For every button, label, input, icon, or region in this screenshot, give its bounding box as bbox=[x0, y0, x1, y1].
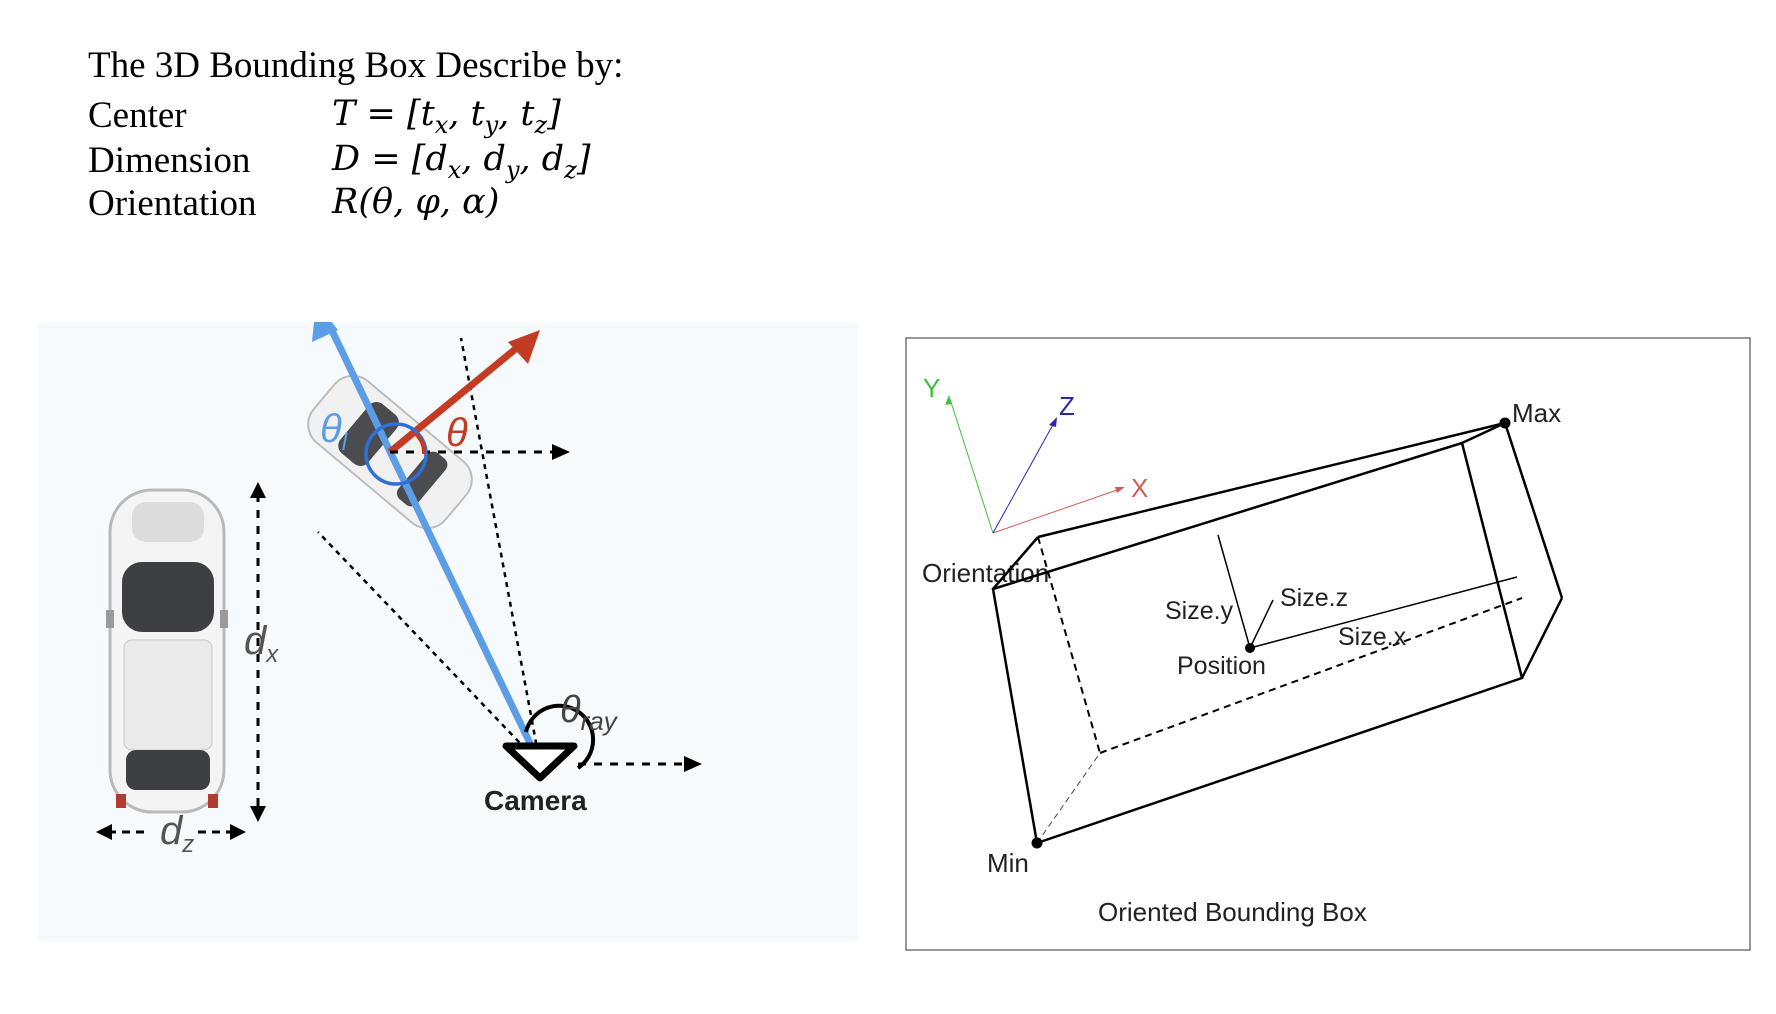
angle-diagram-svg: dx dz θl θ θr bbox=[38, 302, 858, 942]
box-edge-tl bbox=[992, 536, 1039, 590]
max-point bbox=[1499, 417, 1511, 429]
box-edge-br bbox=[1520, 597, 1564, 679]
min-label: Min bbox=[987, 848, 1029, 878]
dx-arrowhead-bottom bbox=[250, 806, 266, 822]
ray-to-car-line bbox=[459, 337, 542, 765]
z-axis-arrowhead bbox=[1049, 417, 1057, 427]
size-y-axis bbox=[1217, 534, 1251, 649]
bounding-box-definition: The 3D Bounding Box Describe by: Center … bbox=[88, 44, 624, 224]
camera-horizontal-arrowhead bbox=[684, 756, 702, 772]
camera-label: Camera bbox=[484, 785, 587, 816]
dx-arrowhead-top bbox=[250, 482, 266, 498]
red-arrowhead bbox=[508, 330, 540, 364]
size-z-label: Size.z bbox=[1280, 584, 1348, 612]
dz-arrowhead-right bbox=[230, 824, 246, 840]
max-label: Max bbox=[1512, 398, 1561, 428]
panel-border bbox=[905, 337, 1751, 951]
dimension-label: Dimension bbox=[88, 140, 251, 181]
z-axis-line bbox=[992, 420, 1056, 534]
x-axis-arrowhead bbox=[1115, 487, 1125, 493]
orientation-label: Orientation bbox=[88, 183, 257, 224]
box-edge-tr bbox=[1461, 421, 1506, 445]
y-axis-line bbox=[949, 398, 994, 534]
car-edge-ray bbox=[317, 531, 541, 765]
local-orientation-ray bbox=[320, 312, 544, 766]
x-axis-label: X bbox=[1131, 473, 1148, 503]
center-formula: T = [tx, ty, tz] bbox=[332, 94, 561, 139]
theta-ray-label: θray bbox=[560, 689, 619, 736]
box-edge-hidden-diag bbox=[1036, 752, 1101, 844]
theta-arc bbox=[414, 432, 427, 455]
box-top-back-edge bbox=[1037, 421, 1506, 539]
z-axis-label: Z bbox=[1059, 391, 1075, 421]
orientation-formula: R(θ, φ, α) bbox=[332, 182, 500, 222]
dz-arrowhead-left bbox=[96, 824, 112, 840]
min-point bbox=[1031, 837, 1043, 849]
box-edge-hidden-long bbox=[1099, 597, 1523, 754]
center-label: Center bbox=[88, 95, 187, 136]
orientation-angle-diagram: dx dz θl θ θr bbox=[38, 302, 858, 942]
definition-title: The 3D Bounding Box Describe by: bbox=[88, 45, 624, 86]
orientation-caption: Orientation bbox=[922, 558, 1049, 588]
theta-ray-arc bbox=[524, 703, 596, 770]
car-heading-arrow bbox=[387, 339, 527, 455]
y-axis-label: Y bbox=[923, 373, 940, 403]
size-x-axis bbox=[1249, 576, 1518, 649]
car-horizontal-arrowhead bbox=[552, 444, 570, 460]
size-y-label: Size.y bbox=[1165, 597, 1234, 625]
x-axis-line bbox=[992, 488, 1121, 534]
position-label: Position bbox=[1177, 652, 1266, 680]
car-top-view bbox=[106, 488, 228, 814]
oriented-bounding-box-diagram: X Y Z Orientation Max Min Size.y Size.z … bbox=[905, 337, 1751, 951]
theta-label: θ bbox=[446, 411, 468, 455]
obb-diagram-svg: X Y Z Orientation Max Min Size.y Size.z … bbox=[905, 337, 1751, 951]
y-axis-arrowhead bbox=[945, 395, 952, 405]
box-right-back-edge bbox=[1503, 422, 1564, 599]
obb-caption: Oriented Bounding Box bbox=[1098, 897, 1367, 927]
size-z-axis bbox=[1249, 599, 1274, 649]
camera-icon bbox=[502, 742, 578, 782]
theta-l-label: θl bbox=[320, 407, 348, 456]
position-point bbox=[1245, 643, 1255, 653]
dimension-formula: D = [dx, dy, dz] bbox=[332, 139, 591, 184]
size-x-label: Size.x bbox=[1338, 623, 1407, 651]
dz-label: dz bbox=[160, 809, 194, 858]
dx-label: dx bbox=[244, 619, 279, 668]
